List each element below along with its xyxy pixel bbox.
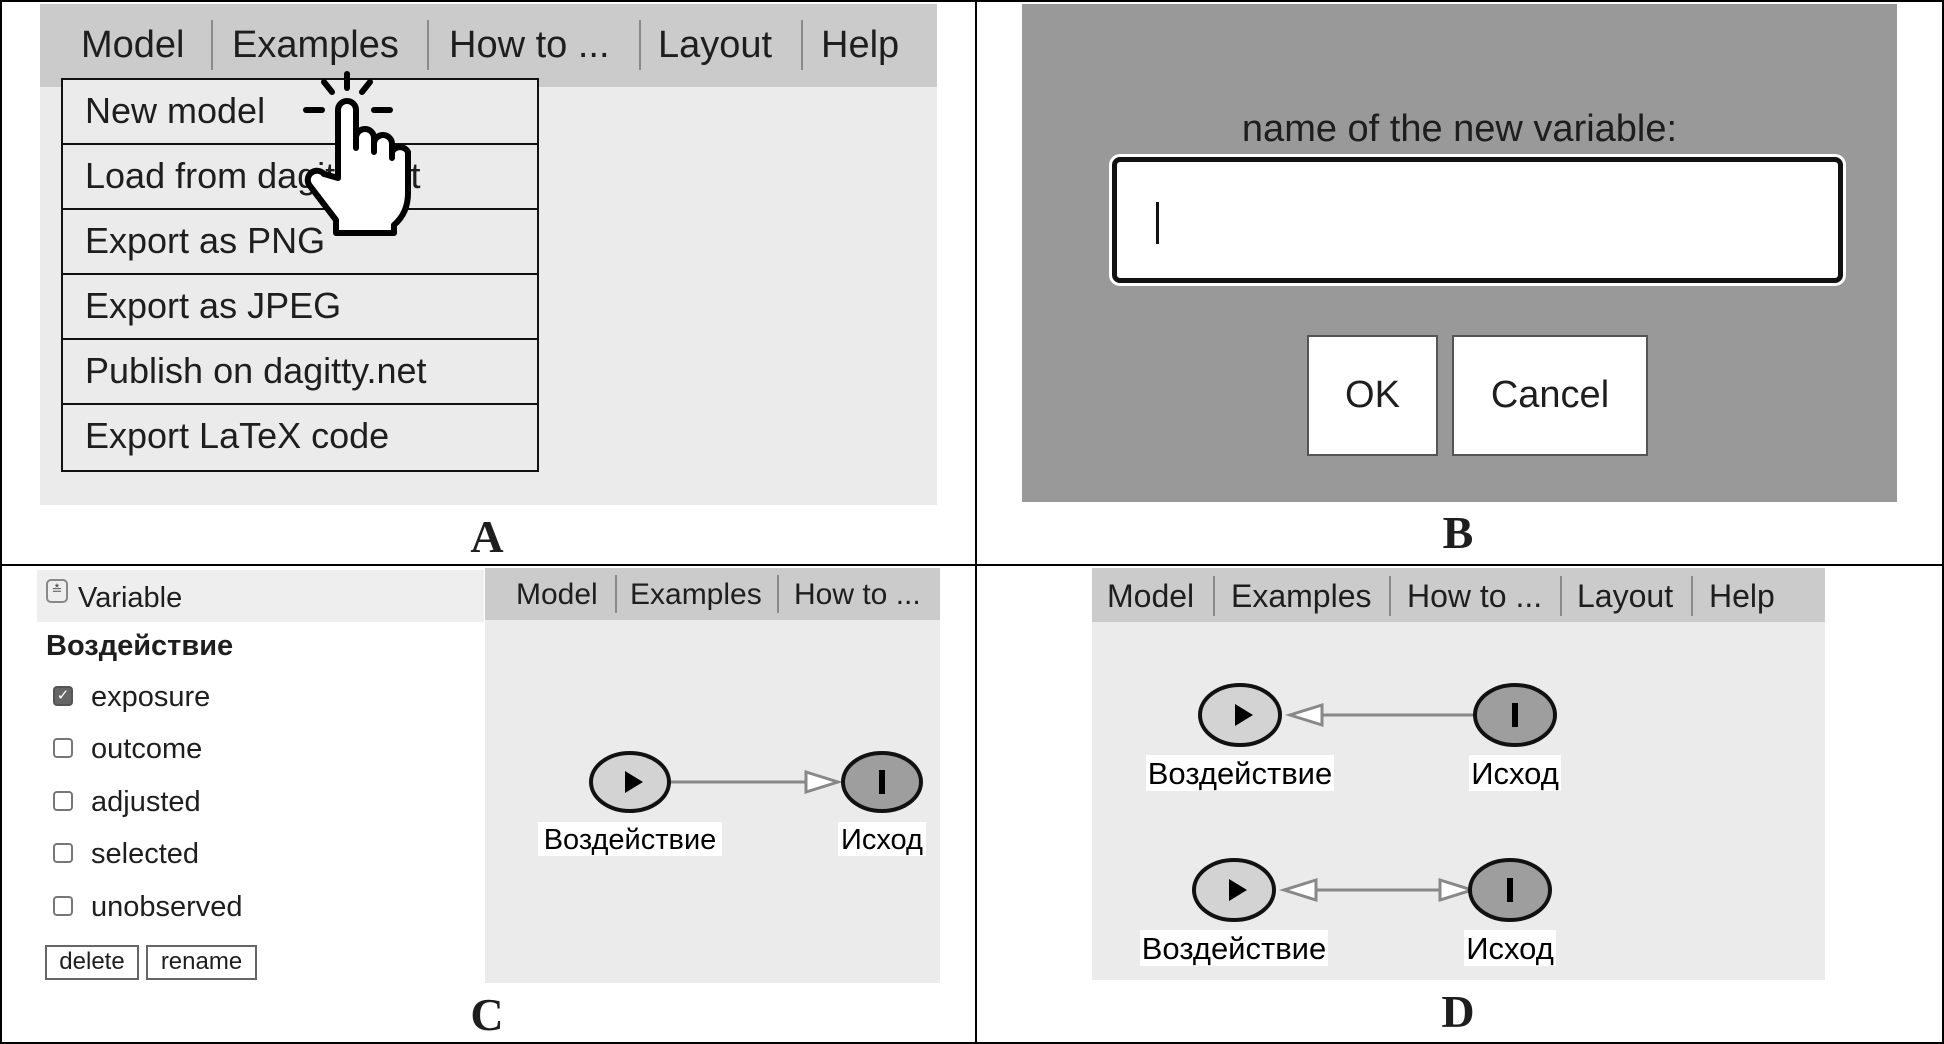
menu-item-publish[interactable]: Publish on dagitty.net [63,340,537,405]
unobserved-label: unobserved [91,891,243,923]
dialog-prompt: name of the new variable: [1241,108,1678,150]
canvas-area [1092,620,1825,980]
menu-how-to[interactable]: How to ... [794,578,921,611]
divider-horizontal [0,564,1944,566]
collapse-chevron-icon[interactable]: ≛ [46,579,68,603]
menu-separator [615,575,617,613]
menu-separator [1560,576,1562,616]
selected-checkbox[interactable] [53,843,73,863]
menu-item-export-latex[interactable]: Export LaTeX code [85,415,390,456]
arrowhead-icon [1278,877,1318,903]
ok-button[interactable]: OK [1307,335,1438,456]
exposure-node-label: Воздействие [1142,931,1326,966]
divider-vertical [975,0,977,1044]
menu-bar: Model Examples How to ... Layout Help [1092,568,1825,622]
variable-header-label: Variable [78,582,183,614]
menu-bar: Model Examples How to ... [485,568,940,620]
menu-help[interactable]: Help [1709,578,1775,614]
menu-item-export-jpeg[interactable]: Export as JPEG [63,275,537,340]
panel-label-a: A [470,511,504,562]
outcome-node-label: Исход [841,824,923,856]
exposure-node[interactable] [1198,683,1282,747]
cancel-button[interactable]: Cancel [1452,335,1648,456]
menu-model[interactable]: Model [1107,578,1195,614]
arrowhead-icon [1284,702,1324,728]
exposure-node-label: Воздействие [544,824,717,856]
menu-separator [1691,576,1693,616]
menu-examples[interactable]: Examples [232,24,399,66]
menu-separator [1389,576,1391,616]
menu-item-export-png[interactable]: Export as PNG [63,210,537,275]
variable-name: Воздействие [46,630,234,662]
panel-label-d: D [1441,986,1475,1037]
rename-button[interactable]: rename [146,945,257,980]
menu-separator [639,20,641,70]
variable-panel-header[interactable]: ≛ Variable [37,570,484,622]
variable-name-input[interactable] [1112,157,1843,283]
panel-label-c: C [470,989,504,1040]
pointing-hand-cursor-icon [303,71,411,236]
selected-label: selected [91,838,200,870]
outcome-node[interactable] [1468,858,1552,922]
menu-how-to[interactable]: How to ... [449,24,610,66]
menu-separator [211,20,213,70]
menu-layout[interactable]: Layout [1577,578,1674,614]
menu-layout[interactable]: Layout [658,24,773,66]
menu-separator [1213,576,1215,616]
panel-label-b: B [1442,507,1474,558]
menu-bar: Model Examples How to ... Layout Help [40,4,937,87]
bar-icon [879,770,885,794]
menu-separator [427,20,429,70]
menu-model[interactable]: Model [516,578,598,611]
outcome-checkbox[interactable] [53,738,73,758]
menu-item-new-model[interactable]: New model [63,80,537,145]
exposure-checkbox[interactable]: ✓ [53,686,73,706]
arrowhead-icon [1438,877,1478,903]
menu-examples[interactable]: Examples [630,578,762,611]
menu-help[interactable]: Help [821,24,900,66]
menu-how-to[interactable]: How to ... [1407,578,1543,614]
adjusted-checkbox[interactable] [53,791,73,811]
outcome-node-label: Исход [1471,756,1559,791]
outcome-node-label: Исход [1466,931,1554,966]
model-dropdown: New model Load from dagitty.net Export a… [61,78,539,472]
exposure-label: exposure [91,681,211,713]
outcome-node[interactable] [841,751,923,813]
text-cursor [1156,202,1159,244]
arrowhead-icon [804,769,844,795]
exposure-node[interactable] [589,751,671,813]
exposure-node-label: Воздействие [1148,756,1332,791]
menu-examples[interactable]: Examples [1231,578,1372,614]
unobserved-checkbox[interactable] [53,896,73,916]
exposure-node[interactable] [1192,858,1276,922]
menu-separator [777,575,779,613]
menu-model[interactable]: Model [81,24,185,66]
menu-separator [801,20,803,70]
delete-button[interactable]: delete [45,945,139,980]
outcome-label: outcome [91,733,203,765]
adjusted-label: adjusted [91,786,201,818]
outcome-node[interactable] [1473,683,1557,747]
